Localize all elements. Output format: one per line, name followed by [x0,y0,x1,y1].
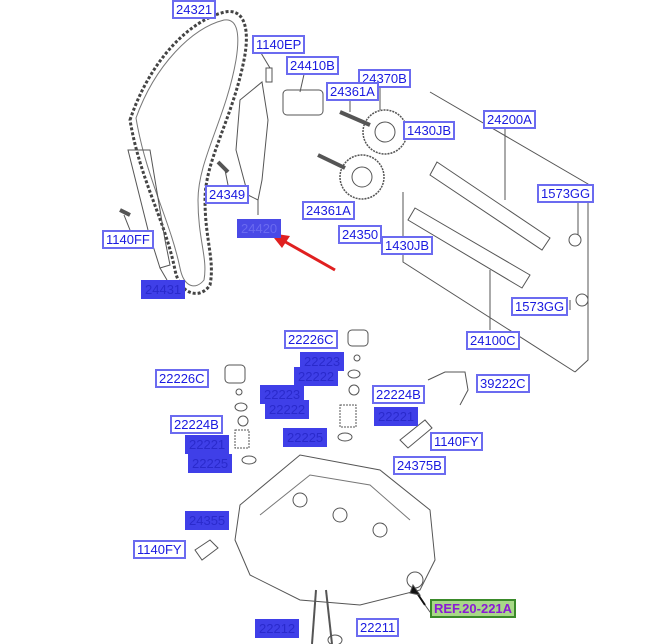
lifter-drawing [224,364,246,384]
part-label-24321[interactable]: 24321 [172,0,217,19]
part-label-24349[interactable]: 24349 [205,185,250,204]
timing-chain-drawing [128,10,248,295]
part-label-24350[interactable]: 24350 [338,225,383,244]
exhaust-sprocket-drawing [362,109,408,155]
chain-guide-drawing [127,149,171,269]
intake-camshaft-drawing [407,207,531,289]
part-label-24361A-top[interactable]: 24361A [326,82,379,101]
oil-control-valve-left-drawing [194,539,219,561]
part-label-24100C[interactable]: 24100C [466,331,520,350]
exhaust-camshaft-drawing [429,161,551,251]
part-label-22225-left[interactable]: 22225 [188,454,233,473]
tensioner-drawing [282,89,324,116]
part-label-1140FY-right[interactable]: 1140FY [430,432,483,451]
part-label-22226C-left[interactable]: 22226C [155,369,209,388]
valve-drawing [311,589,317,644]
part-label-22226C-right[interactable]: 22226C [284,330,338,349]
oil-control-valve-drawing [399,419,433,449]
part-label-24420-selected[interactable]: 24420 [237,219,282,238]
part-label-1430JB-bottom[interactable]: 1430JB [381,236,434,255]
part-label-24375B[interactable]: 24375B [393,456,446,475]
part-label-1140EP[interactable]: 1140EP [252,35,306,54]
part-label-1430JB-top[interactable]: 1430JB [403,121,456,140]
part-label-22224B-left[interactable]: 22224B [170,415,223,434]
part-label-22224B-right[interactable]: 22224B [372,385,425,404]
part-label-1573GG-top[interactable]: 1573GG [537,184,595,203]
part-label-22223-right[interactable]: 22223 [300,352,345,371]
part-label-39222C[interactable]: 39222C [476,374,530,393]
cam-sensor-drawing [427,371,469,406]
part-label-22222-right[interactable]: 22222 [294,367,339,386]
part-label-24410B[interactable]: 24410B [286,56,339,75]
part-label-1573GG-bottom[interactable]: 1573GG [511,297,569,316]
reference-link[interactable]: REF.20-221A [430,599,517,618]
highlight-arrow [270,233,336,272]
part-label-1140FY-left[interactable]: 1140FY [133,540,186,559]
part-label-22221-left[interactable]: 22221 [185,435,230,454]
intake-sprocket-drawing [339,154,385,200]
part-label-22211[interactable]: 22211 [356,618,400,637]
cylinder-head-drawing [234,454,436,606]
part-label-24355[interactable]: 24355 [185,511,230,530]
part-label-22212[interactable]: 22212 [255,619,300,638]
part-label-22222-left[interactable]: 22222 [265,400,310,419]
part-label-1140FF[interactable]: 1140FF [102,230,154,249]
part-label-22221-right[interactable]: 22221 [374,407,419,426]
part-label-24361A-bottom[interactable]: 24361A [302,201,355,220]
part-label-24200A[interactable]: 24200A [483,110,536,129]
tensioner-arm-drawing [235,81,269,201]
part-label-22225-right[interactable]: 22225 [283,428,328,447]
part-label-24431[interactable]: 24431 [141,280,186,299]
